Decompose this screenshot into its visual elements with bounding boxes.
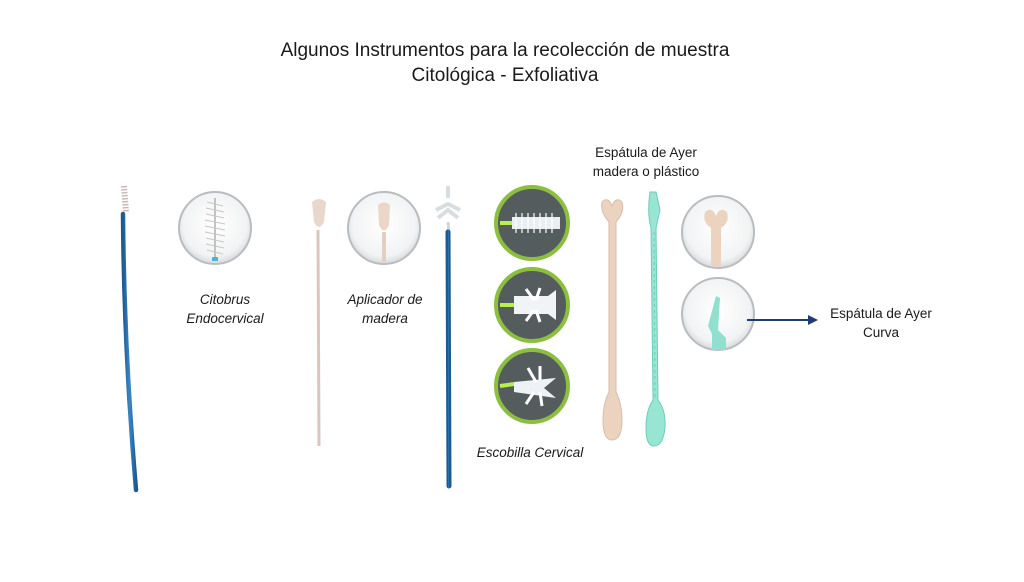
aplicador-label: Aplicador de madera bbox=[335, 290, 435, 328]
wooden-applicator-icon bbox=[312, 199, 326, 447]
citobrus-brush-icon bbox=[120, 185, 139, 493]
citobrus-detail-circle bbox=[178, 191, 252, 265]
aplicador-label-line-1: Aplicador de bbox=[347, 292, 423, 307]
applicator-detail-circle bbox=[347, 191, 421, 265]
espatula-curva-label: Espátula de Ayer Curva bbox=[816, 304, 946, 342]
title-line-2: Citológica - Exfoliativa bbox=[411, 65, 599, 86]
espatula-ayer-label: Espátula de Ayer madera o plástico bbox=[583, 143, 709, 181]
citobrus-label-line-2: Endocervical bbox=[186, 311, 264, 326]
brush-detail-circle-3 bbox=[494, 348, 570, 424]
brush-detail-circle-2 bbox=[494, 267, 570, 343]
wooden-spatula-icon bbox=[601, 199, 624, 441]
espatula-ayer-label-line-2: madera o plástico bbox=[592, 164, 700, 179]
cervical-brush-icon bbox=[435, 186, 461, 489]
citobrus-label-line-1: Citobrus bbox=[199, 292, 251, 307]
espatula-curva-label-line-2: Curva bbox=[862, 325, 899, 340]
title-line-1: Algunos Instrumentos para la recolección… bbox=[280, 40, 730, 61]
spatula-detail-circle bbox=[681, 195, 755, 269]
citobrus-label: Citobrus Endocervical bbox=[170, 290, 280, 328]
espatula-ayer-label-line-1: Espátula de Ayer bbox=[595, 145, 697, 160]
arrow-right-icon bbox=[747, 315, 818, 325]
brush-detail-circle-1 bbox=[494, 185, 570, 261]
curved-spatula-detail-circle bbox=[681, 277, 755, 351]
escobilla-label: Escobilla Cervical bbox=[470, 443, 590, 462]
plastic-spatula-icon bbox=[645, 191, 666, 447]
page-title: Algunos Instrumentos para la recolección… bbox=[0, 38, 1010, 88]
escobilla-label-line-1: Escobilla Cervical bbox=[476, 445, 584, 460]
espatula-curva-label-line-1: Espátula de Ayer bbox=[830, 306, 932, 321]
aplicador-label-line-2: madera bbox=[362, 311, 408, 326]
